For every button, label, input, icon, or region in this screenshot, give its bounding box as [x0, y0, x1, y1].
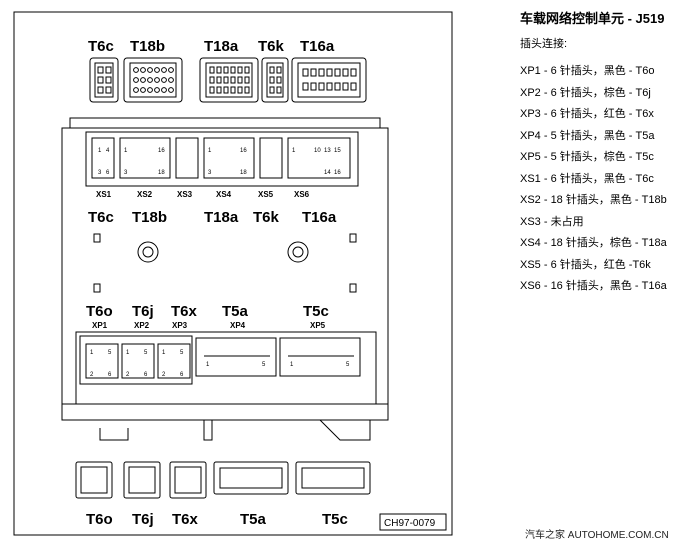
plug-label-t6k: T6k: [253, 209, 280, 226]
figure-code: CH97-0079: [384, 518, 436, 529]
upper-socket-pins: [91, 137, 351, 179]
plug-label-t5a: T5a: [222, 303, 249, 320]
plug-label-t6j: T6j: [132, 303, 154, 320]
pin-label-xs2-16: 16: [158, 148, 165, 154]
pin-label-xp1-6: 6: [108, 372, 112, 378]
pin-label-xp2-5: 5: [144, 350, 148, 356]
pin-label-xs1-6: 6: [106, 170, 110, 176]
bottom-plug-t6o: T6o: [86, 511, 113, 528]
pin-label-xs6-16: 16: [334, 170, 341, 176]
pin-label-xs2-3: 3: [124, 170, 128, 176]
pin-label-xs4-1: 1: [208, 148, 212, 154]
pin-label-xs1-1: 1: [98, 148, 102, 154]
control-unit-housing: [61, 117, 389, 441]
pin-label-xs2-18: 18: [158, 170, 165, 176]
legend-panel: 车载网络控制单元 - J519 插头连接: XP1 - 6 针插头，黑色 - T…: [520, 8, 698, 298]
top-plug-t18b: T18b: [130, 38, 165, 55]
legend-row-xs1: XS1 - 6 针插头，黑色 - T6c: [520, 172, 654, 185]
pin-label-xp2-2: 2: [126, 372, 130, 378]
pin-label-xs6-10: 10: [314, 148, 321, 154]
legend-subtitle: 插头连接:: [520, 37, 568, 50]
socket-label-xp5: XP5: [310, 321, 326, 330]
pin-label-xp1-2: 2: [90, 372, 94, 378]
plug-drawing-t6c: [89, 57, 119, 103]
socket-label-xs4: XS4: [216, 190, 232, 199]
socket-label-xs5: XS5: [258, 190, 274, 199]
legend-row-xs4: XS4 - 18 针插头，棕色 - T18a: [520, 237, 667, 249]
pin-label-xs6-14: 14: [324, 170, 331, 176]
bottom-plug-t6j: T6j: [132, 511, 154, 528]
pin-label-xp3-5: 5: [180, 350, 184, 356]
legend-row-xp1: XP1 - 6 针插头，黑色 - T6o: [520, 65, 655, 77]
pin-label-xp3-1: 1: [162, 350, 166, 356]
legend-row-xp3: XP3 - 6 针插头，红色 - T6x: [520, 108, 654, 120]
pin-label-xs6-1: 1: [292, 148, 296, 154]
legend-row-xs3: XS3 - 未占用: [520, 215, 584, 228]
top-plug-t16a: T16a: [300, 38, 335, 55]
pin-label-xs6-13: 13: [324, 148, 331, 154]
watermark: 汽车之家 AUTOHOME.COM.CN: [525, 530, 669, 541]
pin-label-xp1-5: 5: [108, 350, 112, 356]
plug-label-t6x: T6x: [171, 303, 198, 320]
pin-label-xp3-6: 6: [180, 372, 184, 378]
plug-drawing-t18b: [123, 57, 183, 103]
socket-label-xp3: XP3: [172, 321, 188, 330]
pin-label-xp5-1: 1: [290, 362, 294, 368]
legend-row-xs6: XS6 - 16 针插头，黑色 - T16a: [520, 280, 667, 292]
pin-label-xs4-3: 3: [208, 170, 212, 176]
lower-socket-pins: [85, 343, 354, 379]
plug-label-t18b: T18b: [132, 209, 167, 226]
pin-label-xp5-5: 5: [346, 362, 350, 368]
pin-label-xs1-3: 3: [98, 170, 102, 176]
pin-label-xs4-18: 18: [240, 170, 247, 176]
legend-row-xs5: XS5 - 6 针插头，红色 -T6k: [520, 258, 651, 271]
pin-label-xp1-1: 1: [90, 350, 94, 356]
plug-label-t6c: T6c: [88, 209, 114, 226]
legend-title: 车载网络控制单元 - J519: [520, 11, 665, 26]
bottom-plug-drawings: [75, 461, 371, 499]
legend-row-xp2: XP2 - 6 针插头，棕色 - T6j: [520, 86, 651, 99]
pin-label-xp2-6: 6: [144, 372, 148, 378]
legend-row-xp4: XP4 - 5 针插头，黑色 - T5a: [520, 129, 655, 142]
socket-label-xp4: XP4: [230, 321, 246, 330]
plug-drawing-t6k: [261, 57, 289, 103]
pin-label-xp3-2: 2: [162, 372, 166, 378]
socket-label-xs6: XS6: [294, 190, 310, 199]
plug-label-t18a: T18a: [204, 209, 239, 226]
bottom-plug-t5a: T5a: [240, 511, 267, 528]
bottom-plug-t5c: T5c: [322, 511, 348, 528]
diagram-frame: [13, 11, 453, 536]
plug-label-t16a: T16a: [302, 209, 337, 226]
pin-label-xs6-15: 15: [334, 148, 341, 154]
bottom-plug-t6x: T6x: [172, 511, 199, 528]
legend-row-xp5: XP5 - 5 针插头，棕色 - T5c: [520, 151, 654, 163]
socket-label-xs2: XS2: [137, 190, 153, 199]
pin-label-xs4-16: 16: [240, 148, 247, 154]
plug-label-t6o: T6o: [86, 303, 113, 320]
plug-label-t5c: T5c: [303, 303, 329, 320]
top-plug-t6k: T6k: [258, 38, 285, 55]
figure-code-box: [379, 513, 447, 531]
socket-label-xp2: XP2: [134, 321, 150, 330]
plug-drawing-t18a: [199, 57, 259, 103]
legend-row-xs2: XS2 - 18 针插头，黑色 - T18b: [520, 194, 667, 206]
socket-label-xp1: XP1: [92, 321, 108, 330]
pin-label-xs1-4: 4: [106, 148, 110, 154]
pin-label-xs2-1: 1: [124, 148, 128, 154]
socket-label-xs3: XS3: [177, 190, 193, 199]
top-plug-t18a: T18a: [204, 38, 239, 55]
pin-label-xp4-5: 5: [262, 362, 266, 368]
top-plug-t6c: T6c: [88, 38, 114, 55]
socket-label-xs1: XS1: [96, 190, 112, 199]
pin-label-xp2-1: 1: [126, 350, 130, 356]
pin-label-xp4-1: 1: [206, 362, 210, 368]
plug-drawing-t16a: [291, 57, 367, 103]
